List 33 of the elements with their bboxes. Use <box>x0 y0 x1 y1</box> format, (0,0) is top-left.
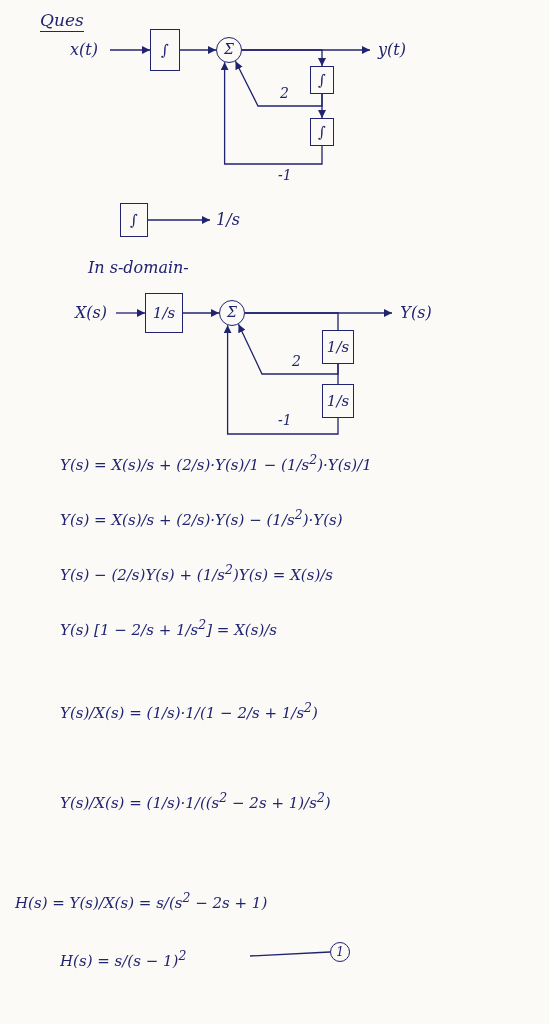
equation-text: H(s) = Y(s)/X(s) = s/(s$^{2}$ − 2s + 1) <box>15 890 268 914</box>
integrator-box: ∫ <box>120 203 148 237</box>
heading-text: In s-domain- <box>88 258 189 279</box>
arrow <box>109 46 151 54</box>
transfer-block: 1/s <box>322 330 354 364</box>
signal-label: y(t) <box>370 38 414 62</box>
equation-text: Y(s) [1 − 2/s + 1/s$^{2}$] = X(s)/s <box>60 617 278 641</box>
equation-text: Y(s) = X(s)/s + (2/s)·Y(s)/1 − (1/s$^{2}$)·Y(s)/1 <box>60 452 372 476</box>
arrow <box>115 309 146 317</box>
transfer-block: 1/s <box>322 384 354 418</box>
equation-text: Y(s)/X(s) = (1/s)·1/((s$^{2}$ − 2s + 1)/s$^{2}$) <box>60 790 331 814</box>
arrow <box>241 49 326 67</box>
equation-text: Y(s) = X(s)/s + (2/s)·Y(s) − (1/s$^{2}$)·Y(s) <box>60 507 343 531</box>
connector-line <box>244 312 339 331</box>
signal-label: X(s) <box>66 301 116 325</box>
transfer-block: 1/s <box>145 293 183 333</box>
arrow <box>179 46 217 54</box>
arrow <box>237 323 339 375</box>
arrow <box>182 309 220 317</box>
signal-label: x(t) <box>58 38 110 62</box>
title-text: Ques <box>40 10 84 33</box>
arrow <box>234 60 323 107</box>
arrow <box>223 324 339 435</box>
equation-text: Y(s) − (2/s)Y(s) + (1/s$^{2}$)Y(s) = X(s)/s <box>60 562 333 586</box>
arrow <box>147 216 211 224</box>
equation-text: H(s) = s/(s − 1)$^{2}$ <box>60 948 187 972</box>
equation-text: Y(s)/X(s) = (1/s)·1/(1 − 2/s + 1/s$^{2}$) <box>60 700 318 724</box>
integrator-box: ∫ <box>310 118 334 146</box>
arrow <box>220 61 323 165</box>
transfer-function-text: 1/s <box>210 208 246 232</box>
integrator-box: ∫ <box>150 29 180 71</box>
integrator-box: ∫ <box>310 66 334 94</box>
signal-label: Y(s) <box>392 301 440 325</box>
